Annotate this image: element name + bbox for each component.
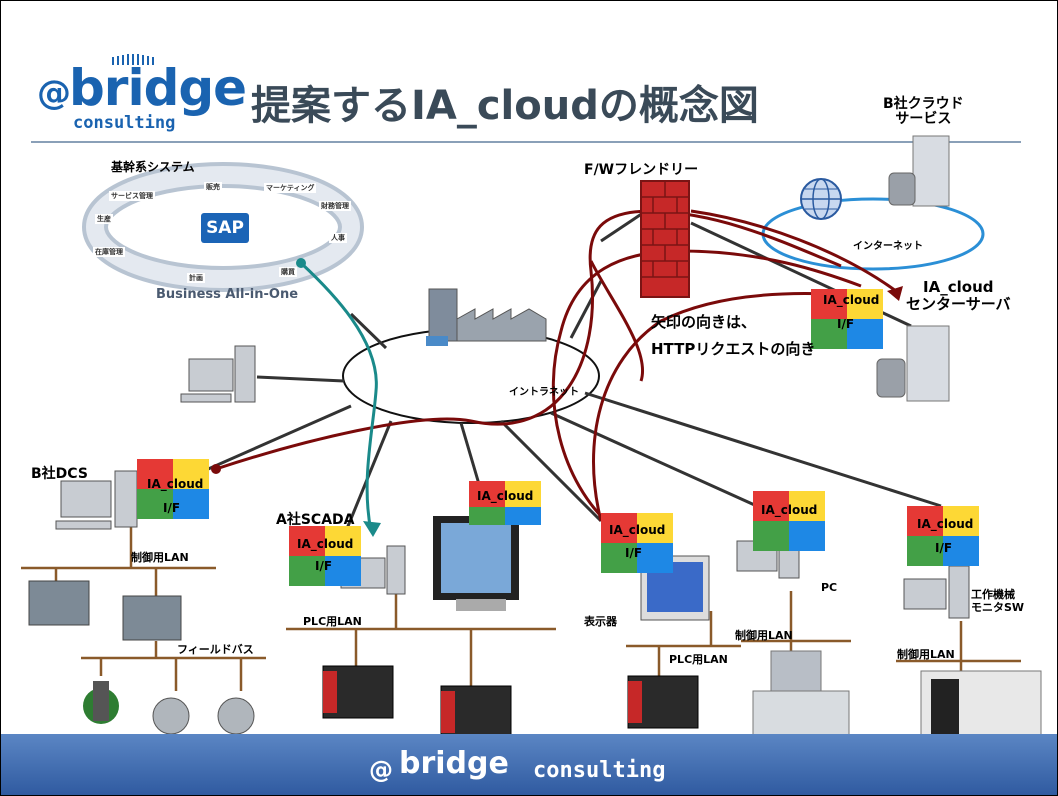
pc-label: PC (821, 581, 838, 594)
plc-lan-label-2: PLC用LAN (669, 653, 728, 666)
sap-module: 財務管理 (319, 201, 351, 211)
sap-module: 購買 (279, 267, 297, 277)
sap-module: 計画 (187, 273, 205, 283)
cloud-server-icon (888, 135, 950, 207)
arrow-head-1 (887, 286, 903, 301)
tablet-icon (433, 516, 519, 611)
sap-box: SAP (201, 213, 249, 243)
if-label: I/F (625, 546, 643, 560)
logo-at: @ (37, 73, 71, 113)
field-bus-label: フィールドバス (177, 643, 254, 656)
control-lan-label-2: 制御用LAN (735, 629, 793, 642)
ia-cloud-label: IA_cloud (477, 489, 534, 503)
footer-at: @ (369, 756, 393, 784)
sap-module: 人事 (329, 233, 347, 243)
dcs-controller-icons (28, 580, 182, 641)
sap-module: 在庫管理 (93, 247, 125, 257)
ia-cloud-label: IA_cloud (917, 517, 974, 531)
arrow-note-line2: HTTPリクエストの向き (651, 340, 816, 358)
plc-red-panels (323, 671, 642, 733)
sap-ring (82, 162, 364, 292)
machine-monitor-label: 工作機械 モニタSW (971, 588, 1025, 614)
internet-ring (761, 197, 985, 271)
sap-module: マーケティング (264, 183, 317, 193)
ia-cloud-puzzle-icons (137, 289, 979, 586)
ia-cloud-label: IA_cloud (761, 503, 818, 517)
monitor-pc-icon (903, 565, 970, 619)
arrow-note-line1: 矢印の向きは、 (651, 313, 757, 331)
logo-sub: consulting (73, 113, 176, 133)
control-lan-label: 制御用LAN (131, 551, 189, 564)
dcs-pc-icon (55, 470, 138, 530)
control-lan-label-3: 制御用LAN (897, 648, 955, 661)
sap-scada-arrow (299, 261, 378, 532)
dcs-arrow-origin (211, 464, 221, 474)
firewall-label: F/Wフレンドリー (584, 162, 699, 178)
logo-bridge-mark (112, 54, 154, 65)
globe-icon (800, 178, 842, 220)
if-label: I/F (163, 501, 181, 515)
internet-label: インターネット (853, 241, 923, 252)
field-device-icons (83, 681, 255, 735)
if-label: I/F (315, 559, 333, 573)
sap-module: 販売 (204, 182, 222, 192)
ia-cloud-label: IA_cloud (609, 523, 666, 537)
lan-lines (21, 513, 1021, 691)
title-divider (31, 141, 1021, 143)
a-scada-label: A社SCADA (276, 512, 355, 528)
plc-lan-label: PLC用LAN (303, 615, 362, 628)
ia-cloud-label: IA_cloud (297, 537, 354, 551)
sap-module: 生産 (95, 214, 113, 224)
pc-icon (180, 345, 256, 403)
ia-cloud-label: IA_cloud (823, 293, 880, 307)
if-label: I/F (837, 317, 855, 331)
footer-brand: bridge (399, 746, 509, 781)
sap-module: サービス管理 (109, 191, 155, 201)
ia-cloud-center-label: IA_cloud センターサーバ (906, 278, 1011, 313)
b-dcs-label: B社DCS (31, 466, 88, 482)
firewall (640, 180, 690, 298)
business-all-in-one-label: Business All-in-One (156, 287, 299, 302)
erp-system-label: 基幹系システム (111, 160, 195, 174)
footer-sub: consulting (533, 758, 666, 783)
footer-bar: @ bridge consulting (1, 734, 1057, 795)
if-label: I/F (935, 541, 953, 555)
intranet-label: イントラネット (509, 387, 579, 398)
logo-brand: bridge (69, 59, 247, 117)
http-arrows (215, 209, 897, 528)
b-cloud-service-label: B社クラウド サービス (883, 96, 964, 128)
display-label: 表示器 (584, 615, 617, 628)
center-server-icon (876, 325, 950, 402)
factory-icon (426, 288, 547, 346)
page-title: 提案するIA_cloudの概念図 (251, 83, 759, 129)
ia-cloud-label: IA_cloud (147, 477, 204, 491)
